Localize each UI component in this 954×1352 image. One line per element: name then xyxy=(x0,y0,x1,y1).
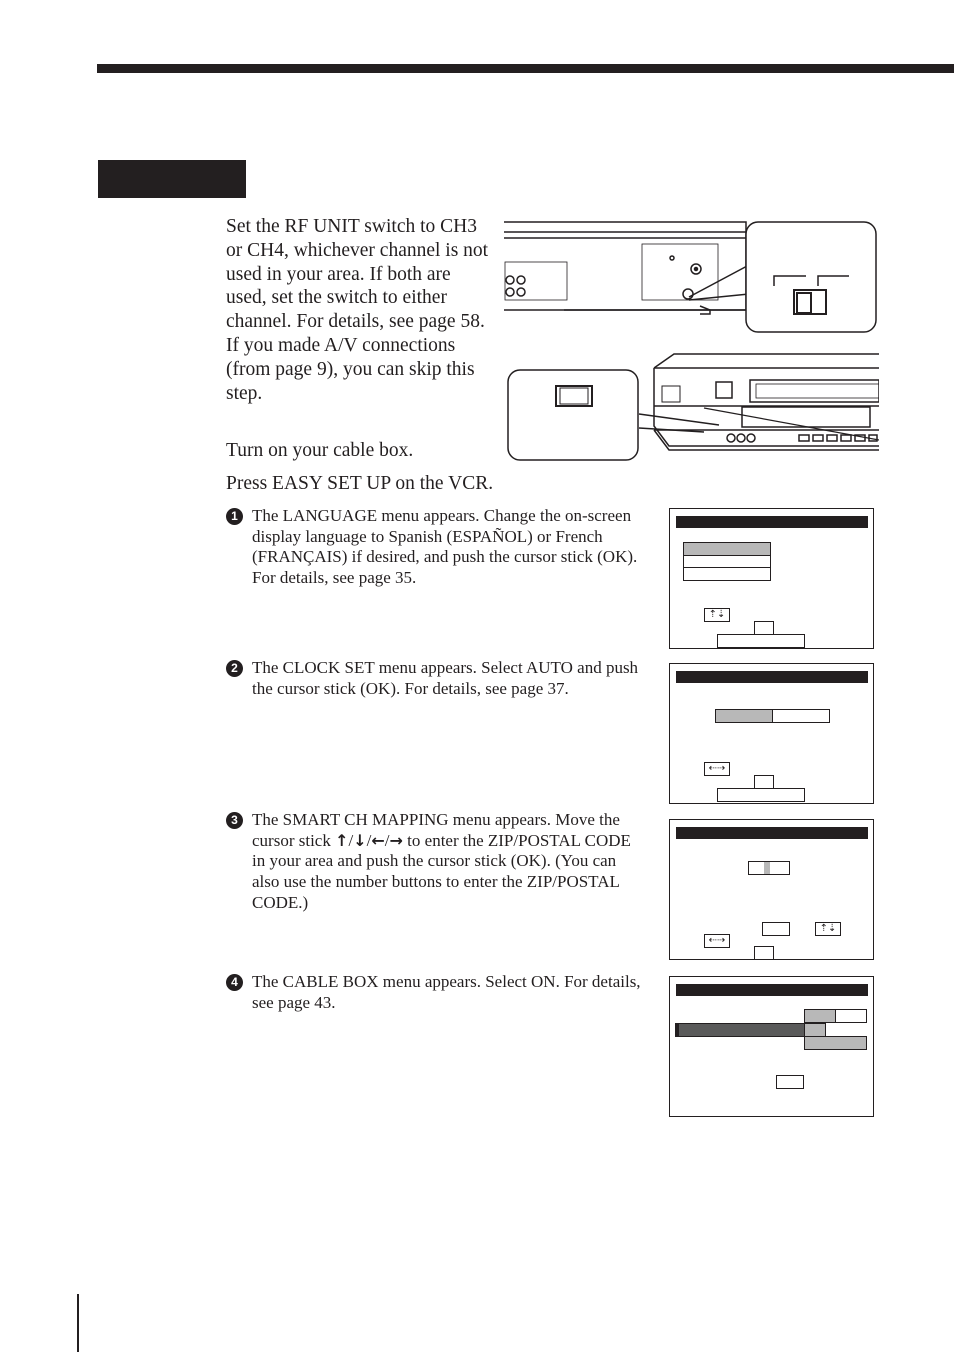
step-number-badge: 3 xyxy=(226,812,243,829)
arrow-separator: / xyxy=(348,830,354,850)
cable-box-menu-screen xyxy=(669,976,874,1117)
substep-3-text: The SMART CH MAPPING menu appears. Move … xyxy=(252,810,646,914)
vcr-illustration xyxy=(504,221,879,461)
row-value-highlighted xyxy=(804,1036,867,1050)
ok-key-box xyxy=(754,775,774,789)
arrow-separator: / xyxy=(384,830,390,850)
substep-2-text: The CLOCK SET menu appears. Select AUTO … xyxy=(252,658,639,698)
zip-cursor xyxy=(764,862,770,874)
menu-option-highlighted xyxy=(683,542,771,556)
right-arrow-icon: → xyxy=(389,830,403,850)
arrow-separator: / xyxy=(366,830,372,850)
leftright-arrows-icon: ⇠⇢ xyxy=(704,762,730,776)
language-menu-screen: ⇡⇣ xyxy=(669,508,874,649)
top-rule xyxy=(97,64,954,73)
step-1-text: Set the RF UNIT switch to CH3 or CH4, wh… xyxy=(226,216,489,404)
exit-key-box xyxy=(717,634,805,648)
auto-option-highlighted xyxy=(715,709,773,723)
menu-title-bar xyxy=(676,516,868,528)
page-margin-rule xyxy=(77,1294,79,1352)
step-2-text: Turn on your cable box. xyxy=(226,440,414,461)
updown-arrows-icon: ⇡⇣ xyxy=(704,608,730,622)
number-key-box xyxy=(762,922,790,936)
substep-4-text: The CABLE BOX menu appears. Select ON. F… xyxy=(252,972,641,1012)
clock-set-menu-screen: ⇠⇢ xyxy=(669,663,874,804)
menu-title-bar xyxy=(676,671,868,683)
menu-title-bar xyxy=(676,984,868,996)
off-option xyxy=(835,1009,867,1023)
rear-callout xyxy=(688,221,877,333)
step-number-badge: 4 xyxy=(226,974,243,991)
substep-4: 4 The CABLE BOX menu appears. Select ON.… xyxy=(226,972,646,1013)
substep-2: 2 The CLOCK SET menu appears. Select AUT… xyxy=(226,658,646,699)
substep-3-text-a: The SMART CH MAPPING menu appears. Move … xyxy=(252,810,620,850)
vcr-front-panel xyxy=(653,353,879,451)
down-arrow-icon: ↓ xyxy=(353,830,367,850)
ok-key-box xyxy=(776,1075,804,1089)
step-3-text: Press EASY SET UP on the VCR. xyxy=(226,473,494,494)
exit-key-box xyxy=(717,788,805,802)
row-value-highlighted xyxy=(804,1023,826,1037)
smart-ch-mapping-menu-screen: ⇡⇣ ⇠⇢ xyxy=(669,819,874,960)
menu-option xyxy=(683,567,771,581)
menu-title-bar xyxy=(676,827,868,839)
substep-1-text: The LANGUAGE menu appears. Change the on… xyxy=(252,506,638,588)
manual-option xyxy=(772,709,830,723)
selected-row-bar xyxy=(675,1023,805,1037)
vcr-rear-panel xyxy=(504,221,747,315)
front-callout xyxy=(507,369,720,461)
step-number-badge: 2 xyxy=(226,660,243,677)
substep-1: 1 The LANGUAGE menu appears. Change the … xyxy=(226,506,646,589)
up-arrow-icon: ↑ xyxy=(335,830,349,850)
ok-key-box xyxy=(754,946,774,960)
step-number-badge: 1 xyxy=(226,508,243,525)
left-arrow-icon: ← xyxy=(371,830,385,850)
substep-3: 3 The SMART CH MAPPING menu appears. Mov… xyxy=(226,810,646,914)
substep-3-text-b: to enter the ZIP/POSTAL CODE in your are… xyxy=(252,830,631,912)
leftright-arrows-icon: ⇠⇢ xyxy=(704,934,730,948)
updown-arrows-icon: ⇡⇣ xyxy=(815,922,841,936)
ok-key-box xyxy=(754,621,774,635)
section-tab xyxy=(98,160,246,198)
on-option-highlighted xyxy=(804,1009,836,1023)
